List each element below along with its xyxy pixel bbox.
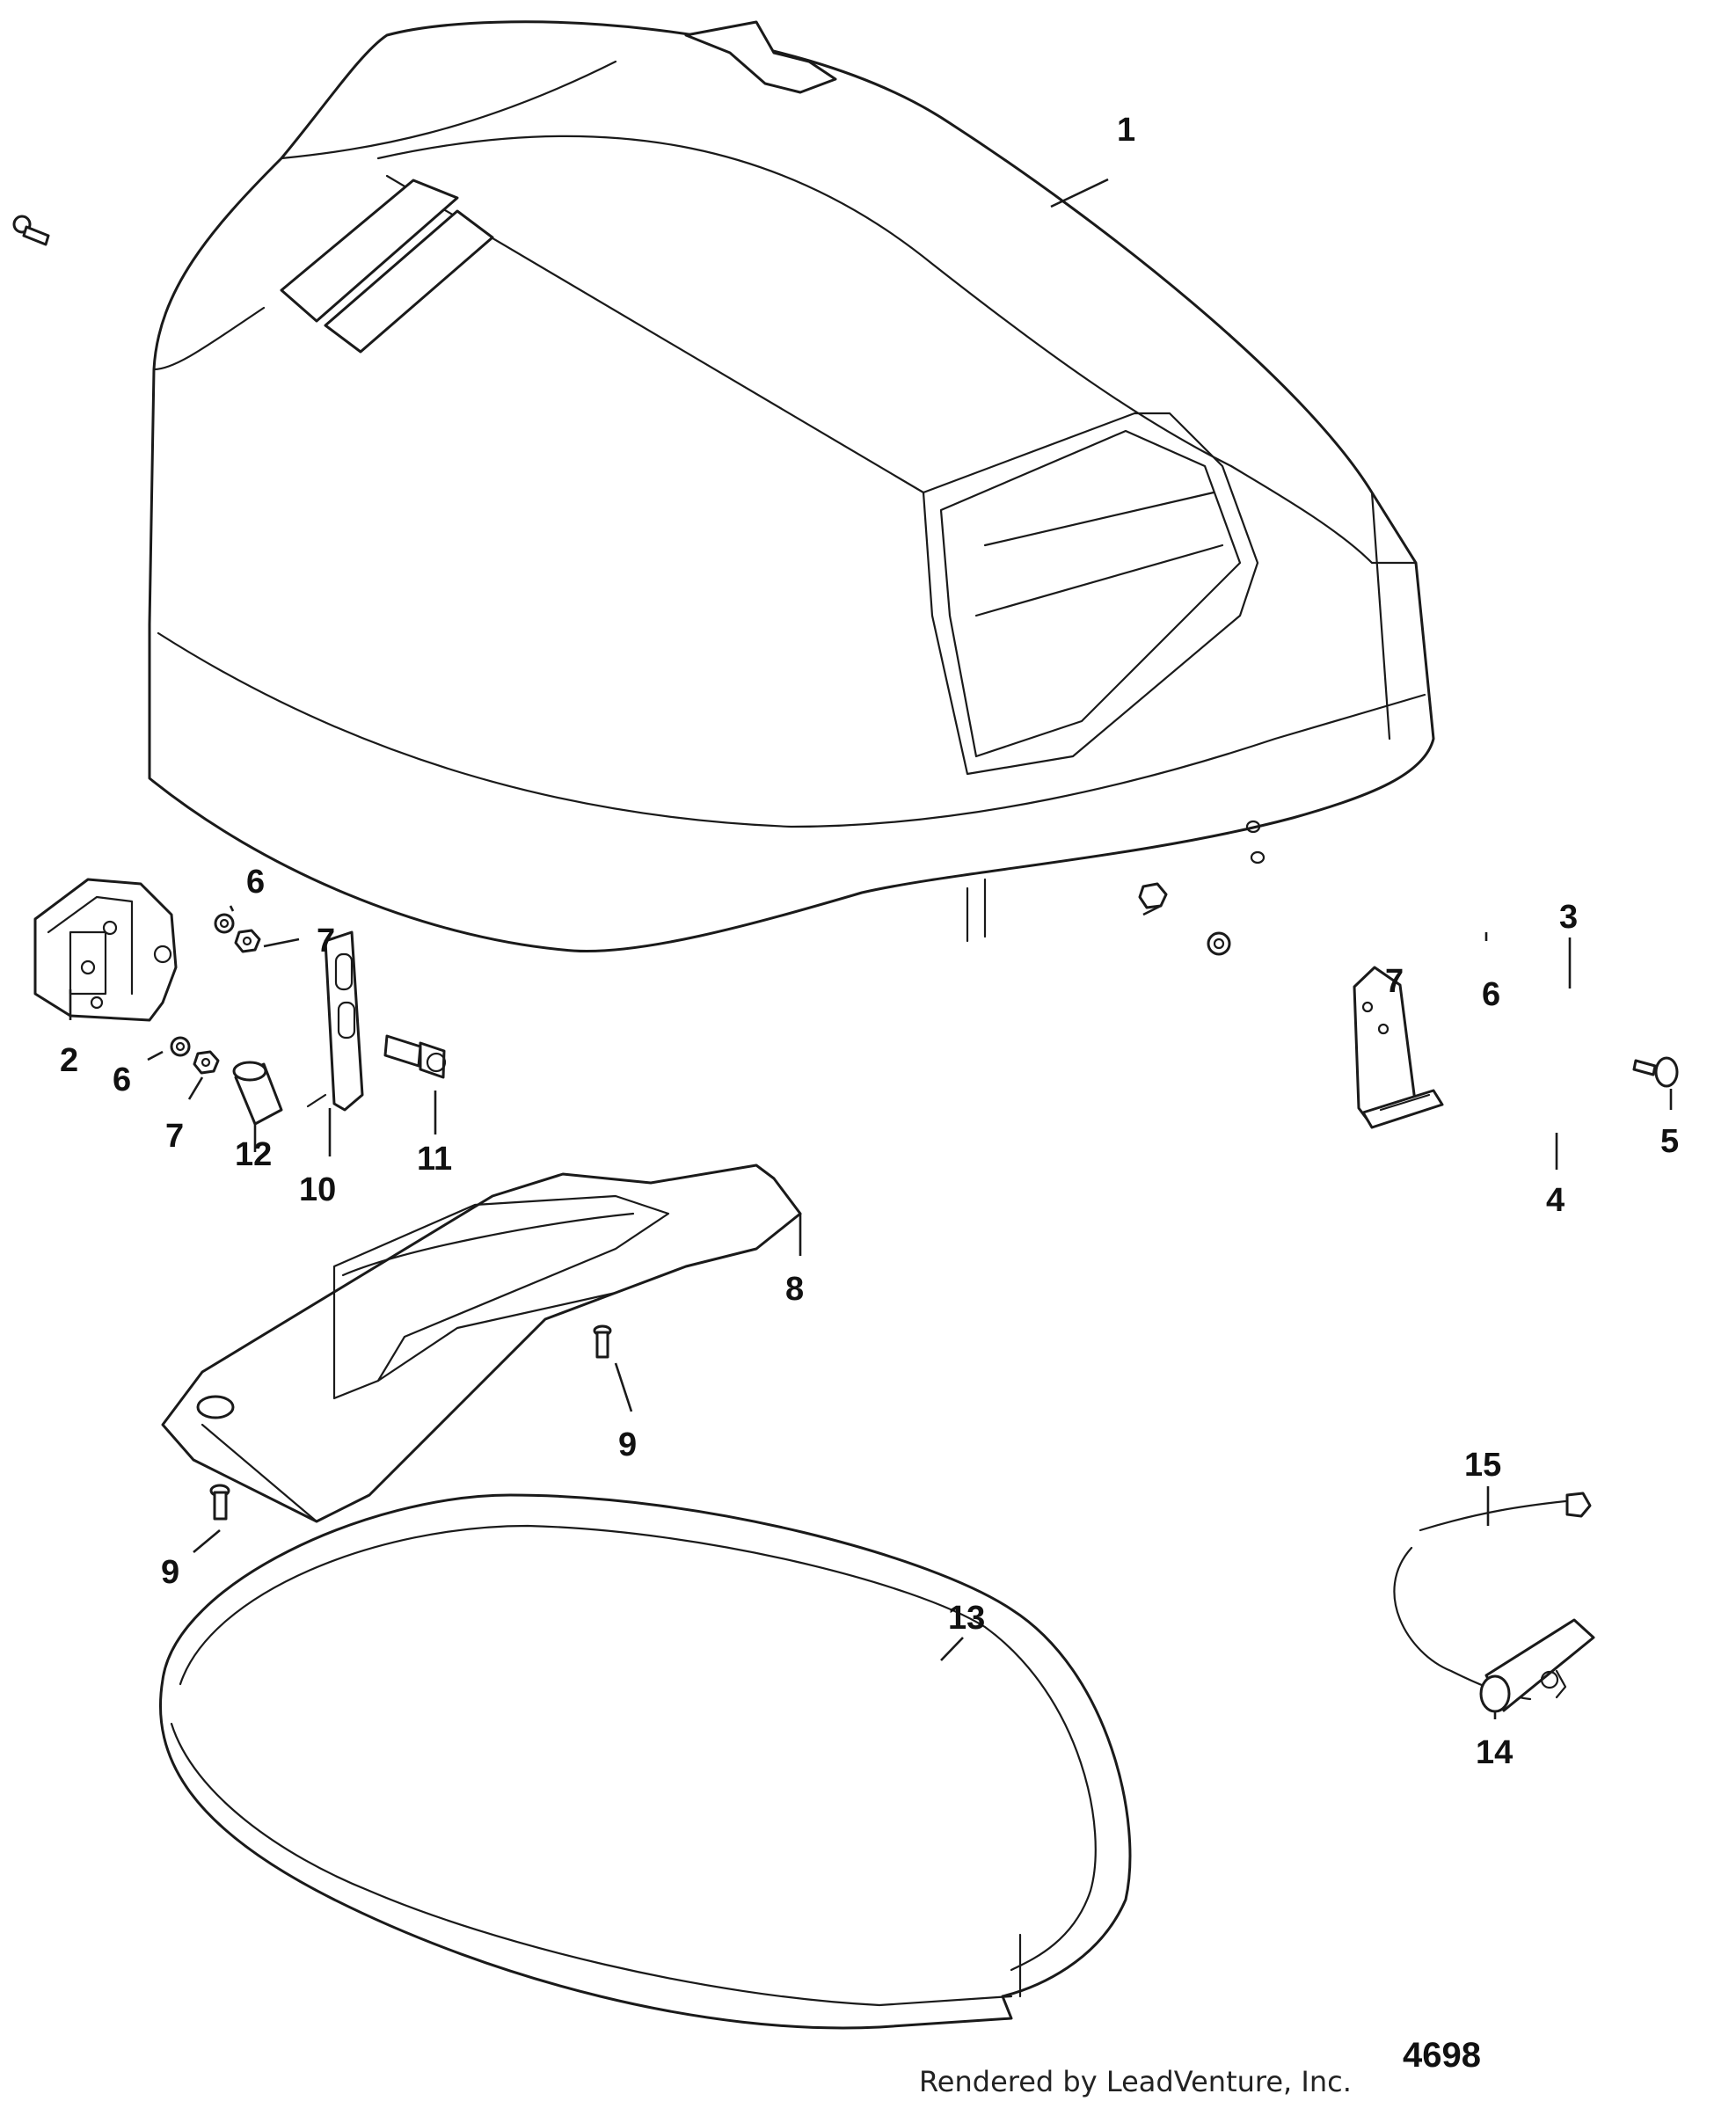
leader-lines bbox=[69, 178, 1673, 1719]
spacer bbox=[232, 1061, 283, 1126]
callout-6a: 6 bbox=[246, 864, 265, 901]
callout-7b: 7 bbox=[165, 1118, 184, 1155]
callout-13: 13 bbox=[948, 1600, 985, 1637]
callout-10: 10 bbox=[299, 1171, 336, 1208]
callout-6c: 6 bbox=[1482, 976, 1500, 1013]
bolt-9-left bbox=[209, 1484, 230, 1521]
lanyard-cord bbox=[1393, 1492, 1592, 1701]
screw-5 bbox=[1632, 1056, 1679, 1088]
cowl-seal bbox=[158, 1493, 1132, 2030]
bolt-11 bbox=[383, 1034, 447, 1079]
hinge-bracket bbox=[1353, 966, 1444, 1129]
bolt-9-right bbox=[593, 1324, 612, 1359]
callout-11: 11 bbox=[417, 1141, 452, 1178]
callout-5: 5 bbox=[1660, 1123, 1679, 1160]
washer-6-right bbox=[1207, 931, 1231, 956]
callout-4: 4 bbox=[1546, 1182, 1565, 1219]
callouts: 1 2 3 4 5 6 7 6 7 7 6 8 9 9 10 11 12 13 … bbox=[60, 112, 1679, 1771]
callout-6b: 6 bbox=[113, 1061, 131, 1098]
callout-1: 1 bbox=[1117, 112, 1135, 149]
callout-12: 12 bbox=[235, 1136, 272, 1173]
washer-6-upper bbox=[214, 913, 235, 934]
latch-bracket bbox=[33, 878, 178, 1022]
top-cowl bbox=[148, 20, 1435, 953]
callout-7a: 7 bbox=[317, 923, 335, 959]
callout-3: 3 bbox=[1559, 899, 1578, 936]
nut-7-upper bbox=[234, 929, 261, 953]
nut-7-right bbox=[1138, 882, 1168, 909]
bolt-upper-left bbox=[12, 215, 50, 246]
strap-bracket bbox=[306, 930, 364, 1112]
nut-7-lower bbox=[193, 1050, 220, 1075]
handle bbox=[161, 1164, 802, 1523]
figure-number: 4698 bbox=[1403, 2036, 1481, 2075]
callout-2: 2 bbox=[60, 1042, 78, 1079]
washer-6-lower bbox=[170, 1036, 191, 1057]
lanyard-clip bbox=[1479, 1618, 1595, 1713]
callout-9b: 9 bbox=[161, 1554, 179, 1591]
callout-7c: 7 bbox=[1385, 963, 1404, 1000]
callout-9a: 9 bbox=[618, 1426, 637, 1463]
callout-15: 15 bbox=[1464, 1447, 1501, 1484]
callout-14: 14 bbox=[1476, 1734, 1513, 1771]
callout-8: 8 bbox=[785, 1271, 804, 1308]
render-credit: Rendered by LeadVenture, Inc. bbox=[919, 2065, 1352, 2098]
